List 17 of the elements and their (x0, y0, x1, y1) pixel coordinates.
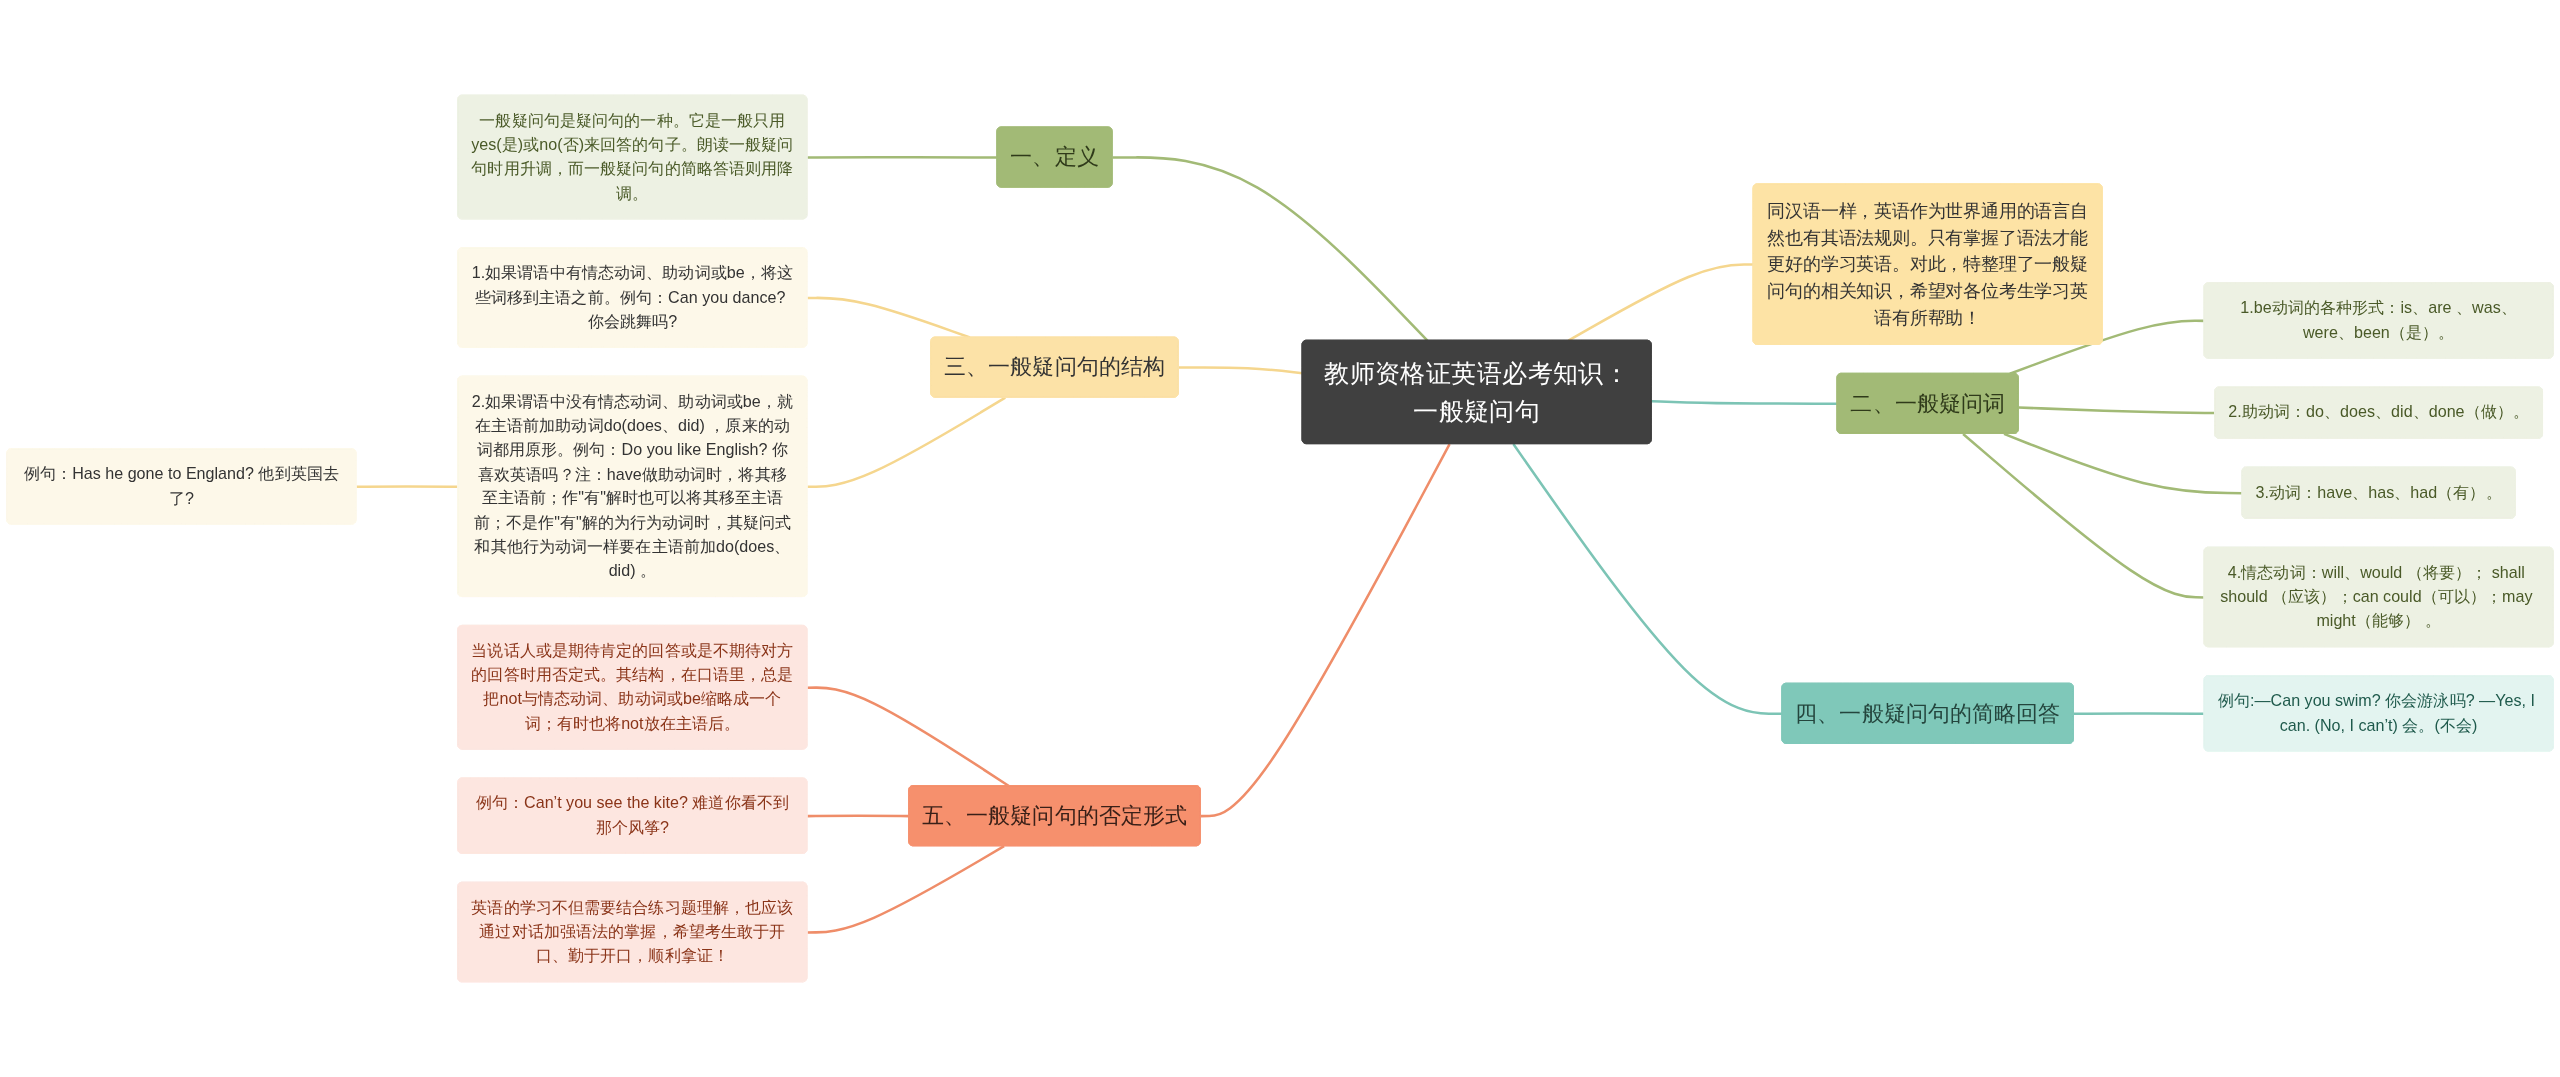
connector (1200, 443, 1451, 818)
connector (807, 845, 1005, 934)
connector (2073, 712, 2205, 716)
connector (1567, 263, 1754, 342)
connector (807, 814, 910, 818)
connector (2009, 319, 2205, 375)
connector (807, 296, 971, 339)
connector (807, 155, 998, 159)
connector (1178, 366, 1303, 375)
connector (356, 485, 459, 489)
connector (2018, 406, 2216, 415)
connector (2003, 432, 2243, 495)
connector (1962, 432, 2205, 599)
connector (807, 396, 1006, 489)
connector (1112, 156, 1429, 342)
connector (1651, 399, 1838, 406)
connector (1512, 443, 1783, 716)
